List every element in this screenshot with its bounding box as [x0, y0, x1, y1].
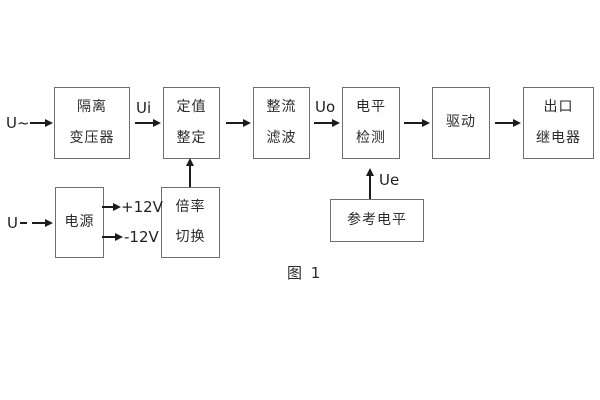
block-label: 定值: [176, 99, 207, 115]
flow-arrow-level-to-driver: [404, 119, 430, 127]
block-driver: 驱动: [432, 87, 490, 159]
flow-arrow-multiplier-to-setting: [186, 158, 194, 187]
block-label: 切换: [175, 229, 206, 245]
signal-ue-label: Ue: [379, 171, 400, 189]
block-label: 整流: [266, 99, 297, 115]
block-label: 滤波: [266, 129, 297, 146]
flow-arrow-dc-input: [32, 219, 53, 227]
block-label: 出口: [543, 99, 574, 115]
block-label: 倍率: [175, 198, 206, 215]
block-label: 变压器: [69, 129, 115, 146]
block-label: 电源: [64, 213, 95, 230]
dc-input-label: U: [7, 214, 18, 232]
flow-arrow-driver-to-relay: [495, 119, 521, 127]
signal-ui-label: Ui: [136, 99, 152, 117]
block-reference-level: 参考电平: [330, 199, 424, 242]
block-label: 检测: [356, 129, 386, 146]
block-label: 电平: [356, 99, 386, 115]
block-level-detect: 电平 检测: [342, 87, 400, 159]
block-label: 参考电平: [347, 211, 407, 228]
block-label: 隔离: [77, 99, 107, 115]
flow-arrow-reference-to-level: [366, 168, 374, 199]
block-label: 继电器: [536, 129, 581, 146]
block-setting-adjust: 定值 整定: [163, 87, 220, 159]
flow-arrow-setting-to-rectifier: [226, 119, 251, 127]
flow-arrow-dc-input-dash: [20, 222, 27, 224]
figure-caption: 图 1: [287, 264, 323, 282]
block-rectifier-filter: 整流 滤波: [253, 87, 310, 159]
block-power-supply: 电源: [55, 187, 104, 258]
block-output-relay: 出口 继电器: [523, 87, 594, 159]
ac-input-label: U~: [6, 114, 30, 132]
flow-arrow-transformer-to-setting: [135, 119, 161, 127]
signal-uo-label: Uo: [315, 98, 336, 116]
block-multiplier-switch: 倍率 切换: [161, 187, 220, 258]
flow-arrow-minus12v: [102, 233, 123, 241]
block-isolation-transformer: 隔离 变压器: [54, 87, 130, 159]
block-label: 整定: [176, 129, 207, 146]
flow-arrow-ac-input: [30, 119, 53, 127]
rail-minus12v-label: -12V: [124, 228, 159, 246]
flow-arrow-rectifier-to-level: [314, 119, 340, 127]
block-label: 驱动: [446, 114, 476, 131]
rail-plus12v-label: +12V: [121, 198, 163, 216]
flow-arrow-plus12v: [102, 203, 121, 211]
